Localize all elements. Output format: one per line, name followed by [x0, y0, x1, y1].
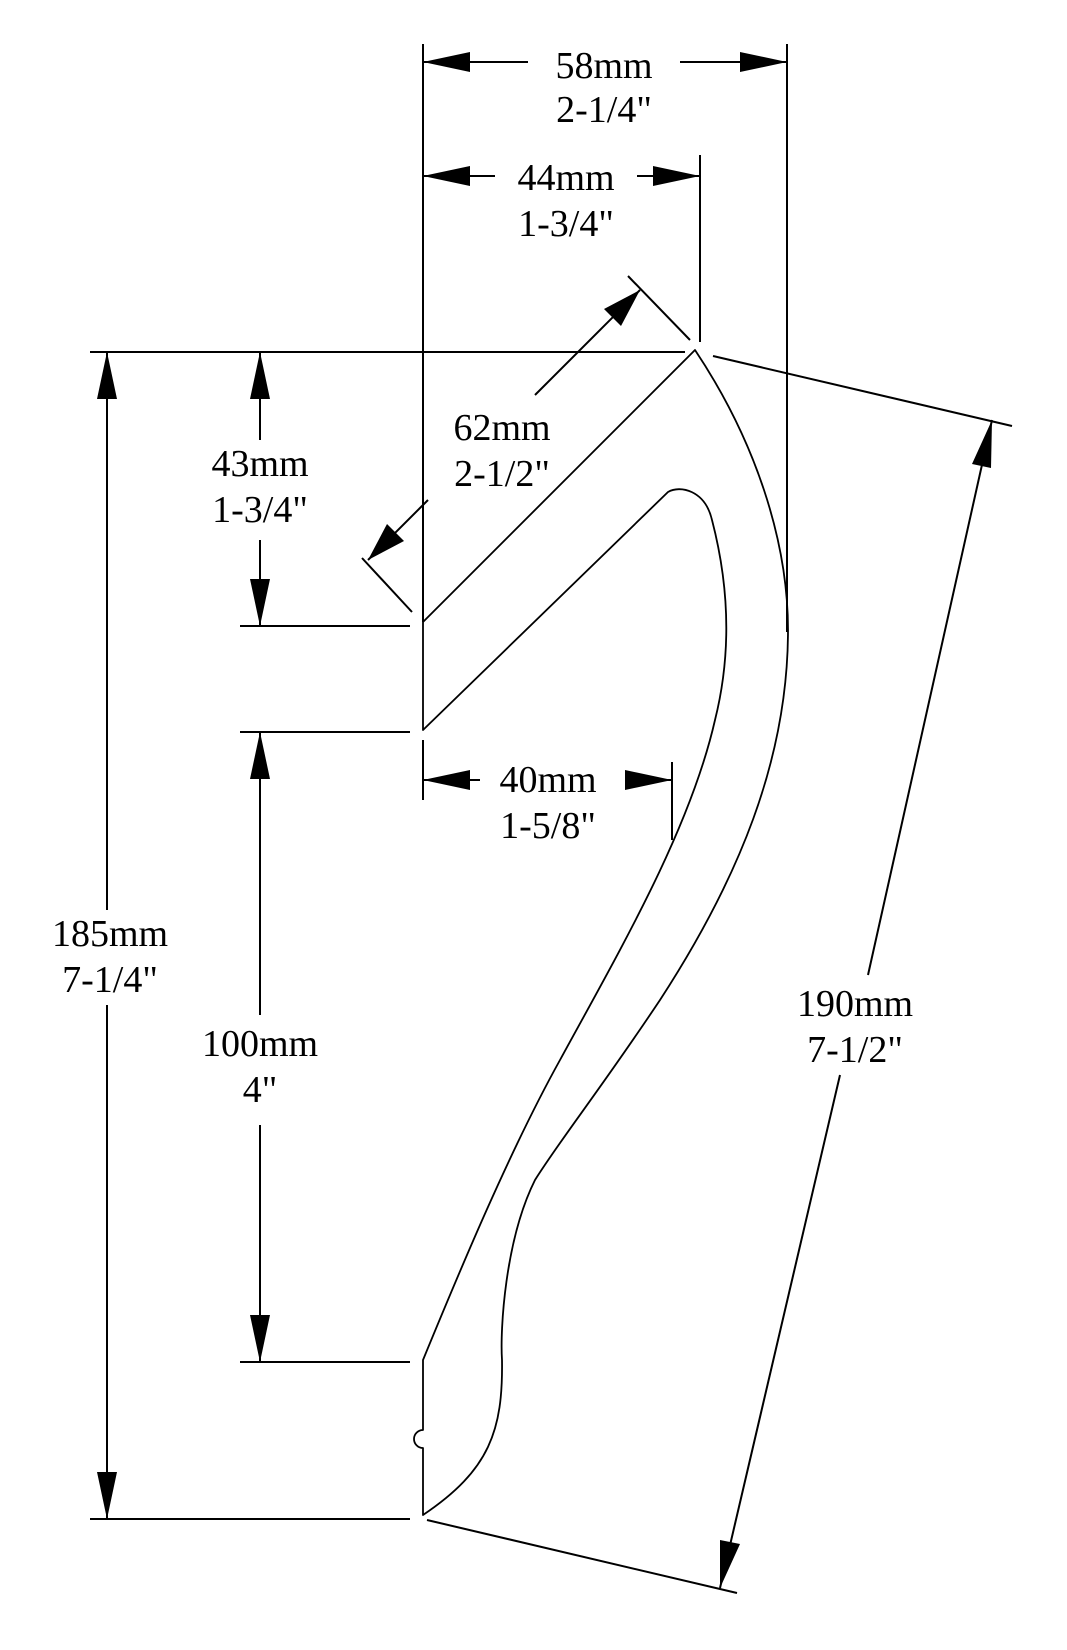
overall-width-imperial: 2-1/4" [556, 89, 652, 131]
arrowheads [97, 52, 992, 1588]
part-outline [413, 349, 789, 1516]
slant-length-metric: 190mm [797, 983, 913, 1025]
overall-height-metric: 185mm [52, 913, 168, 955]
back-height-imperial: 4" [243, 1069, 278, 1111]
dimension-labels: 58mm 2-1/4" 44mm 1-3/4" 62mm 2-1/2" 43mm… [52, 45, 913, 1111]
inner-width-imperial: 1-5/8" [500, 805, 596, 847]
outer-profile [413, 349, 789, 1516]
inner-width-metric: 40mm [499, 759, 596, 801]
diagonal-face-metric: 62mm [453, 407, 550, 449]
top-drop-imperial: 1-3/4" [212, 489, 308, 531]
top-width-metric: 44mm [517, 157, 614, 199]
diagonal-face-imperial: 2-1/2" [454, 453, 550, 495]
top-drop-metric: 43mm [211, 443, 308, 485]
overall-height-imperial: 7-1/4" [62, 959, 158, 1001]
overall-width-metric: 58mm [555, 45, 652, 87]
slant-length-imperial: 7-1/2" [807, 1029, 903, 1071]
back-height-metric: 100mm [202, 1023, 318, 1065]
extension-lines [90, 44, 1013, 1594]
top-width-imperial: 1-3/4" [518, 203, 614, 245]
